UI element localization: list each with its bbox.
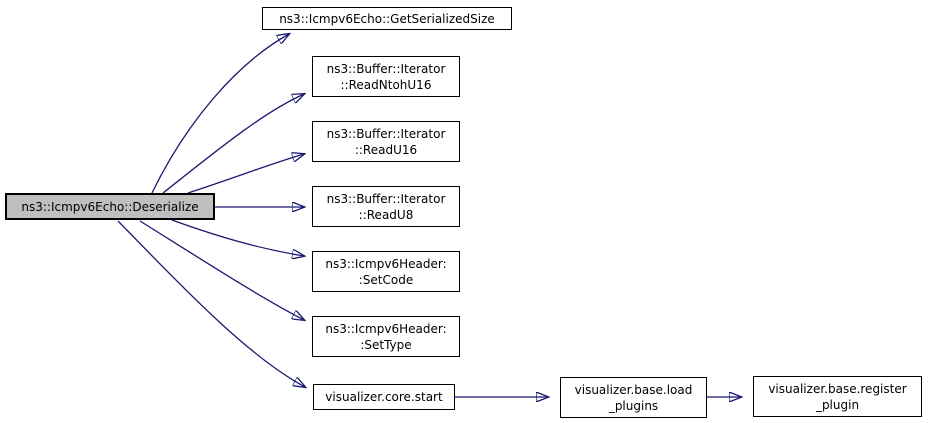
edge-deserialize-to-readntohu16: [162, 94, 304, 194]
node-label-line1: ns3::Buffer::Iterator: [326, 126, 446, 141]
node-buffer-iterator-readu16[interactable]: ns3::Buffer::Iterator ::ReadU16: [312, 121, 460, 162]
edge-deserialize-to-readu16: [187, 154, 304, 194]
node-label-line1: ns3::Buffer::Iterator: [326, 191, 446, 206]
node-icmpv6header-settype[interactable]: ns3::Icmpv6Header: :SetType: [312, 316, 460, 357]
node-label-line1: ns3::Icmpv6Header:: [325, 321, 447, 336]
edge-deserialize-to-corestart: [117, 220, 305, 387]
node-label-line2: :SetCode: [358, 272, 414, 287]
node-buffer-iterator-readntohu16[interactable]: ns3::Buffer::Iterator ::ReadNtohU16: [312, 56, 460, 97]
node-label-line1: visualizer.base.register: [768, 381, 907, 396]
node-visualizer-base-load-plugins[interactable]: visualizer.base.load _plugins: [560, 377, 707, 418]
node-label-line2: _plugins: [608, 398, 659, 413]
node-label: visualizer.core.start: [325, 390, 443, 404]
node-icmpv6header-setcode[interactable]: ns3::Icmpv6Header: :SetCode: [312, 251, 460, 292]
edge-deserialize-to-getserializedsize: [151, 34, 289, 194]
node-label-line1: ns3::Buffer::Iterator: [326, 61, 446, 76]
node-label: ns3::Icmpv6Echo::GetSerializedSize: [279, 11, 495, 26]
edge-deserialize-to-setcode: [171, 219, 304, 256]
node-label-line2: ::ReadU16: [354, 142, 418, 157]
node-label-line2: ::ReadU8: [358, 207, 414, 222]
node-label: ns3::Icmpv6Echo::Deserialize: [21, 199, 199, 214]
node-label-line2: :SetType: [360, 337, 412, 352]
node-buffer-iterator-readu8[interactable]: ns3::Buffer::Iterator ::ReadU8: [312, 186, 460, 227]
node-icmpv6echo-deserialize: ns3::Icmpv6Echo::Deserialize: [5, 193, 215, 220]
node-label-line1: ns3::Icmpv6Header:: [325, 256, 447, 271]
node-label-line2: _plugin: [815, 397, 860, 412]
node-label-line2: ::ReadNtohU16: [340, 77, 432, 92]
node-visualizer-base-register-plugin[interactable]: visualizer.base.register _plugin: [753, 376, 922, 417]
node-visualizer-core-start[interactable]: visualizer.core.start: [313, 384, 455, 410]
edge-deserialize-to-settype: [139, 220, 304, 320]
node-icmpv6echo-getserializedsize[interactable]: ns3::Icmpv6Echo::GetSerializedSize: [262, 7, 512, 30]
node-label-line1: visualizer.base.load: [574, 382, 693, 397]
